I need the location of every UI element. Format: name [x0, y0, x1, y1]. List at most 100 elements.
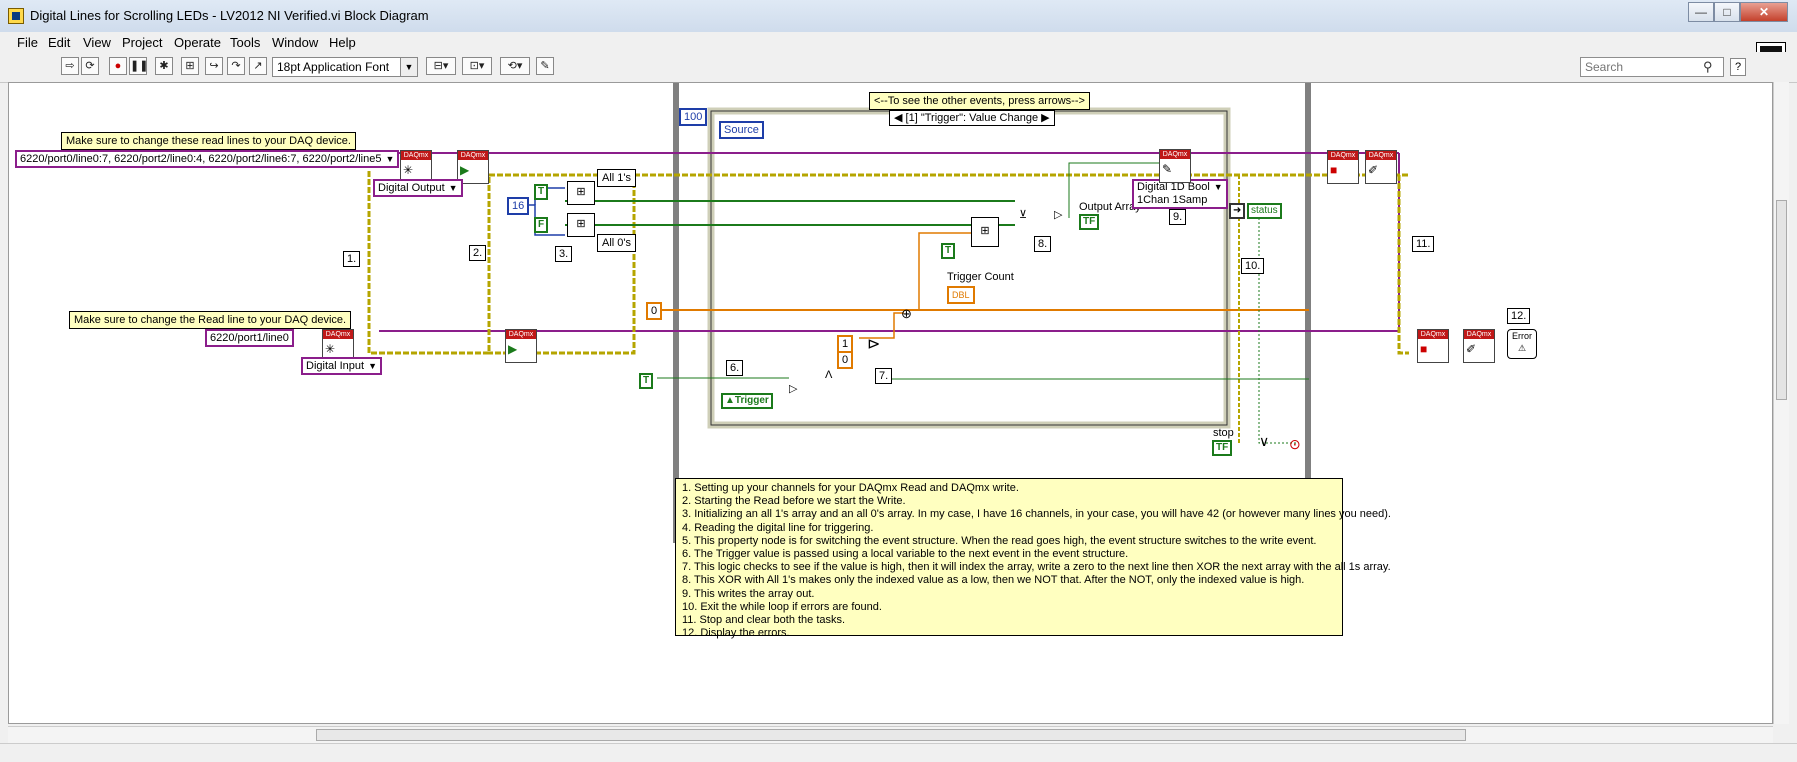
search-input[interactable] [1580, 57, 1724, 77]
channel-read-constant[interactable]: 6220/port1/line0 [205, 329, 294, 347]
note-line-10: 10. Exit the while loop if errors are fo… [682, 600, 882, 613]
search-icon[interactable]: ⚲ [1703, 59, 1713, 74]
maximize-button[interactable]: □ [1714, 2, 1740, 22]
daqmx-write[interactable]: DAQmx✎ [1159, 149, 1191, 183]
menu-tools[interactable]: Tools [230, 35, 261, 50]
event-source-node[interactable]: Source [719, 121, 764, 139]
retain-wire-values-icon[interactable]: ⊞ [181, 57, 199, 75]
pause-icon[interactable]: ❚❚ [129, 57, 148, 75]
xor-function-icon[interactable]: ⊻ [1019, 209, 1028, 221]
horizontal-scrollbar[interactable] [8, 726, 1773, 743]
menu-project[interactable]: Project [122, 35, 163, 50]
chevron-right-icon[interactable]: ▶ [1041, 112, 1050, 124]
run-arrow-icon[interactable]: ⇨ [61, 57, 79, 75]
step-over-icon[interactable]: ↷ [227, 57, 245, 75]
and-function-icon[interactable]: Λ [825, 369, 833, 381]
initialize-array-icon[interactable]: ⊞ [567, 181, 595, 205]
stop-button-terminal[interactable]: TF [1212, 440, 1233, 456]
minimize-button[interactable]: — [1688, 2, 1714, 22]
not-function-icon[interactable]: ▷ [1054, 209, 1063, 221]
reorder-icon[interactable]: ⟲▾ [500, 57, 530, 75]
font-selector[interactable]: 18pt Application Font ▼ [272, 57, 418, 77]
digital-input-selector[interactable]: Digital Input▼ [301, 357, 383, 375]
status-wire [1258, 218, 1297, 444]
error-wire-right [1397, 175, 1409, 355]
block-diagram[interactable]: Make sure to change these read lines to … [8, 82, 1773, 724]
daqmx-clear-task-read[interactable]: DAQmx✐ [1463, 329, 1495, 363]
note-change-read-line: Make sure to change the Read line to you… [69, 311, 352, 329]
cleanup-diagram-icon[interactable]: ✎ [536, 57, 554, 75]
all-ones-label: All 1's [597, 169, 636, 187]
not-function-icon-trigger[interactable]: ▷ [789, 383, 798, 395]
array-size-constant[interactable]: 16 [507, 197, 530, 215]
daqmx-stop-task-read[interactable]: DAQmx■ [1417, 329, 1449, 363]
simple-error-handler[interactable]: Error⚠ [1507, 329, 1537, 359]
play-icon: ▶ [460, 163, 470, 177]
menu-help[interactable]: Help [329, 35, 356, 50]
menu-bar: File Edit View Project Operate Tools Win… [0, 32, 1797, 52]
highlight-execution-icon[interactable]: ✱ [155, 57, 173, 75]
chevron-down-icon: ▼ [400, 58, 417, 76]
event-case-selector[interactable]: ◀ [1] "Trigger": Value Change ▶ [889, 110, 1055, 126]
channels-write-constant[interactable]: 6220/port0/line0:7, 6220/port2/line0:4, … [15, 150, 400, 168]
horizontal-scroll-thumb[interactable] [316, 729, 1466, 741]
initialize-array-icon[interactable]: ⊞ [567, 213, 595, 237]
all-zeros-label: All 0's [597, 234, 636, 252]
true-constant[interactable]: T [534, 184, 549, 200]
note-line-9: 9. This writes the array out. [682, 587, 815, 600]
digital-1d-bool-text: Digital 1D Bool [1137, 181, 1210, 193]
align-objects-icon[interactable]: ⊟▾ [426, 57, 456, 75]
title-bar: Digital Lines for Scrolling LEDs - LV201… [0, 0, 1797, 33]
menu-file[interactable]: File [17, 35, 38, 50]
step-into-icon[interactable]: ↪ [205, 57, 223, 75]
false-constant[interactable]: F [534, 217, 549, 233]
true-constant-inner[interactable]: T [941, 243, 956, 259]
daqmx-clear-task-write[interactable]: DAQmx✐ [1365, 150, 1397, 184]
close-button[interactable]: ✕ [1740, 2, 1788, 22]
step-label-2: 2. [469, 245, 487, 261]
step-out-icon[interactable]: ↗ [249, 57, 267, 75]
play-icon: ▶ [508, 342, 518, 356]
run-continuously-icon[interactable]: ⟳ [81, 57, 99, 75]
arrow-right-icon: ➜ [1233, 205, 1242, 216]
trigger-count-indicator[interactable]: DBL [947, 286, 975, 304]
note-line-1: 1. Setting up your channels for your DAQ… [682, 482, 1019, 494]
output-array-indicator[interactable]: TF [1079, 214, 1100, 230]
menu-view[interactable]: View [83, 35, 111, 50]
distribute-objects-icon[interactable]: ⊡▾ [462, 57, 492, 75]
digital-1d-bool-selector[interactable]: Digital 1D Bool▼1Chan 1Samp [1132, 179, 1228, 209]
font-selector-label: 18pt Application Font [277, 60, 390, 74]
trigger-count-init-constant[interactable]: 0 [646, 302, 663, 320]
daqmx-start-task-write[interactable]: DAQmx▶ [457, 150, 489, 184]
step-label-1: 1. [343, 251, 361, 267]
or-function-icon[interactable]: ∨ [1259, 433, 1270, 449]
stop-square-icon: ■ [1420, 342, 1428, 356]
vertical-scrollbar[interactable] [1773, 82, 1789, 724]
note-line-6: 6. The Trigger value is passed using a l… [682, 548, 1129, 561]
note-line-8: 8. This XOR with All 1's makes only the … [682, 574, 1305, 587]
daqmx-stop-task-write[interactable]: DAQmx■ [1327, 150, 1359, 184]
increment-zero-constant[interactable]: 0 [837, 351, 854, 369]
status-label: status [1247, 203, 1282, 219]
warning-icon: ⚠ [1517, 343, 1527, 353]
menu-operate[interactable]: Operate [174, 35, 221, 50]
toolbar: ⇨ ⟳ ● ❚❚ ✱ ⊞ ↪ ↷ ↗ 18pt Application Font… [0, 52, 1797, 83]
select-function-icon[interactable]: ⊳ [867, 336, 881, 353]
event-timeout-constant[interactable]: 100 [679, 108, 708, 126]
status-unbundle[interactable]: ➜ [1229, 203, 1246, 219]
replace-array-subset-icon[interactable]: ⊞ [971, 217, 999, 247]
chevron-left-icon[interactable]: ◀ [894, 112, 903, 124]
vertical-scroll-thumb[interactable] [1776, 200, 1787, 400]
menu-edit[interactable]: Edit [48, 35, 71, 50]
digital-output-selector[interactable]: Digital Output▼ [373, 179, 463, 197]
dbl-wire-add [859, 312, 904, 339]
context-help-button[interactable]: ? [1730, 58, 1746, 76]
daqmx-start-task-read[interactable]: DAQmx▶ [505, 329, 537, 363]
daqmx-create-channel-write[interactable]: DAQmx✳ [400, 150, 432, 184]
trigger-local-variable[interactable]: ▲Trigger [721, 393, 773, 409]
loop-condition-stop-icon[interactable]: ⊙ [1289, 436, 1301, 452]
loop-bool-constant[interactable]: T [639, 373, 654, 389]
abort-icon[interactable]: ● [109, 57, 127, 75]
menu-window[interactable]: Window [272, 35, 319, 50]
add-function-icon[interactable]: ⊕ [901, 306, 912, 321]
